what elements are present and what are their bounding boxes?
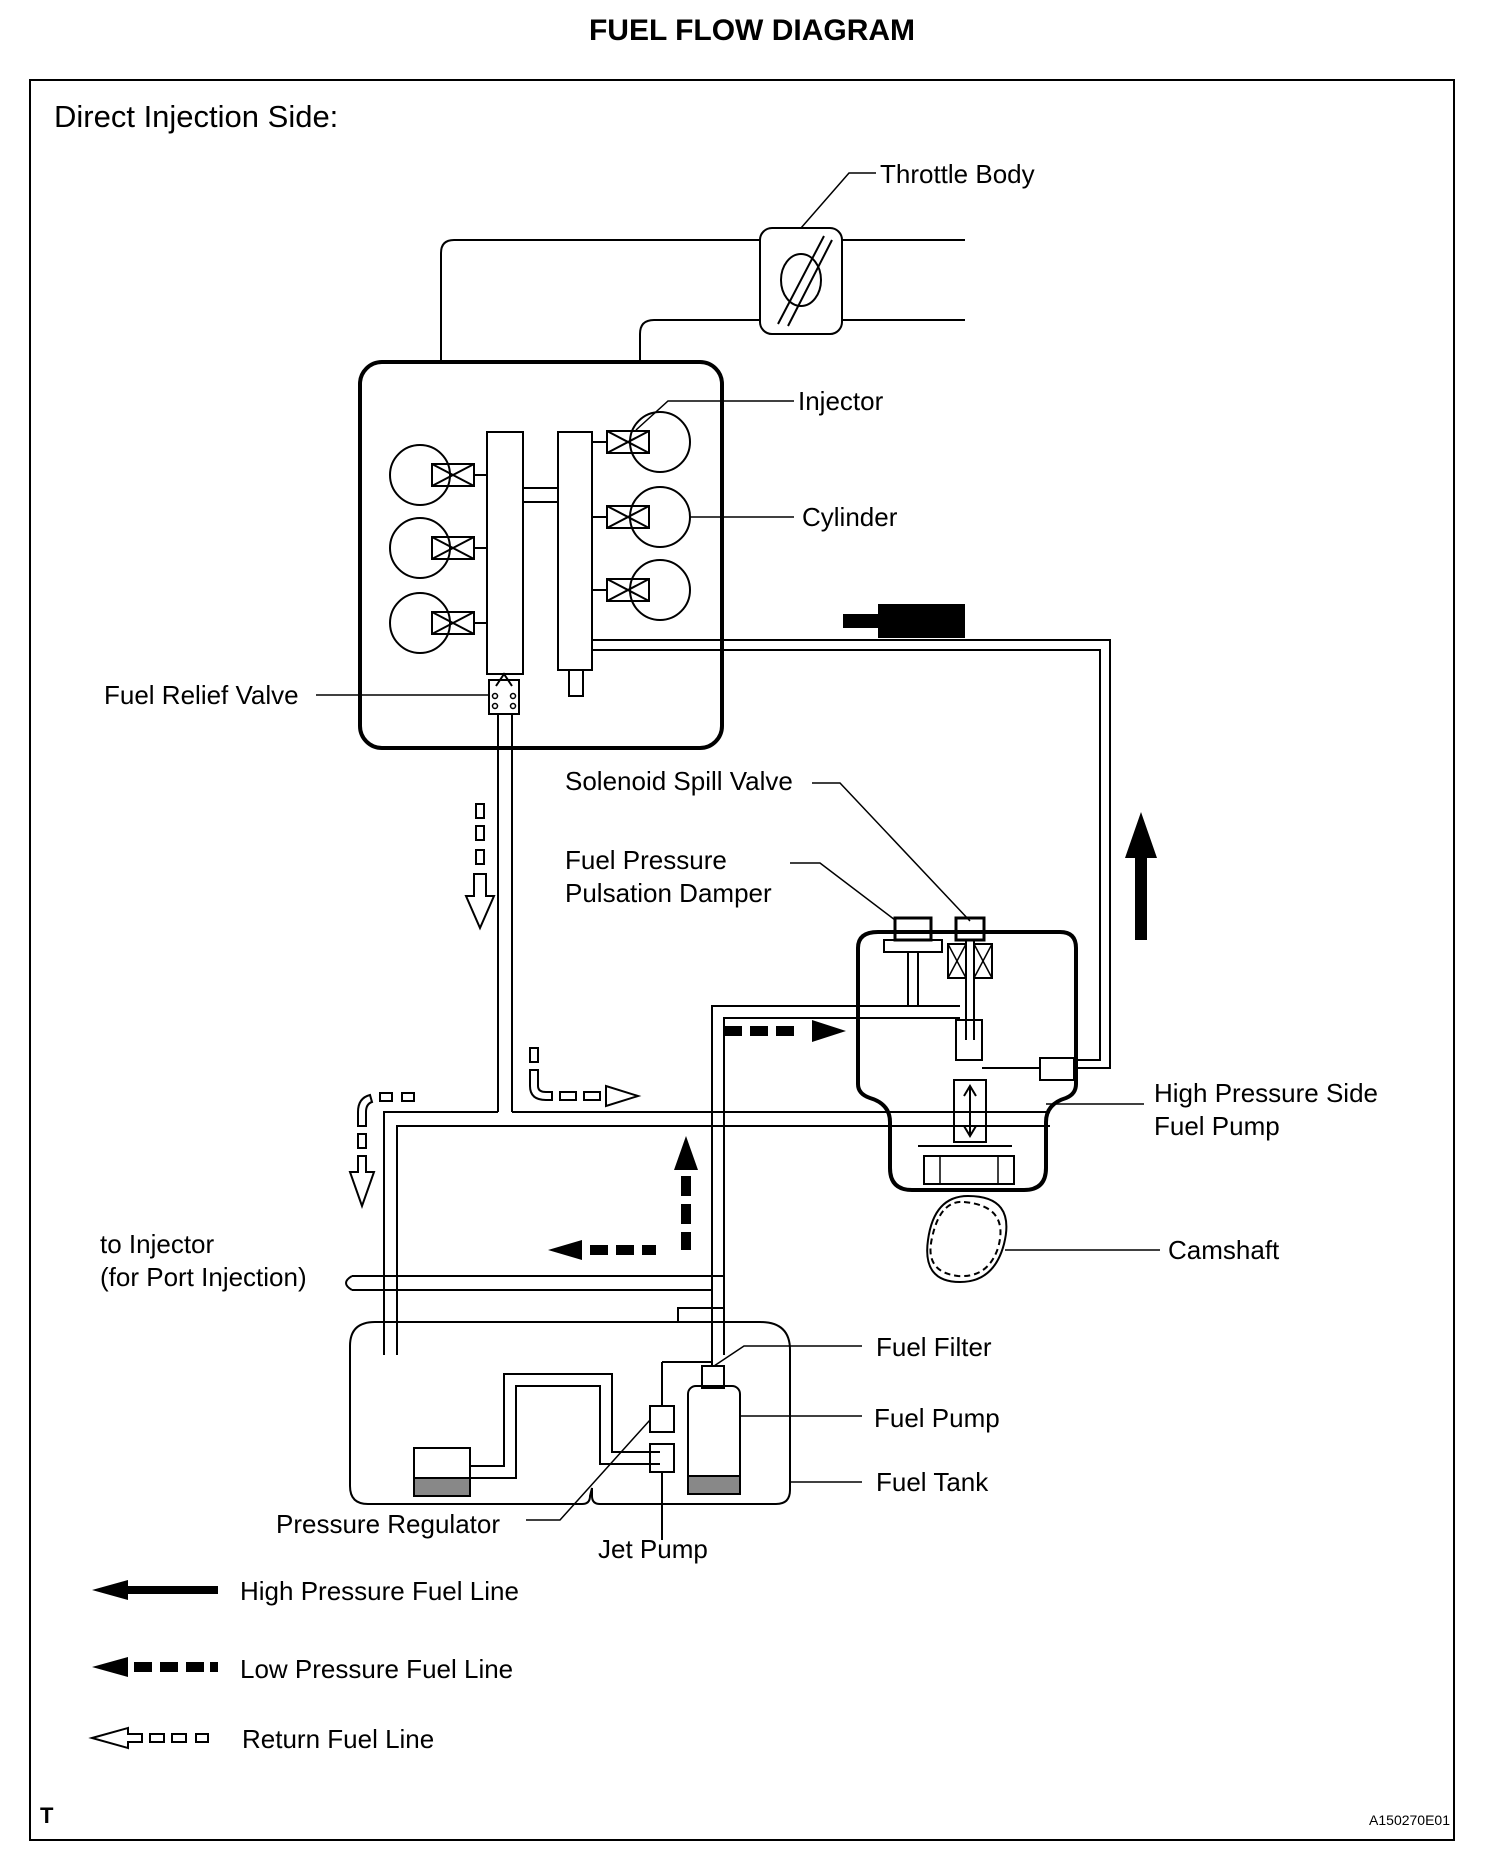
label-to-injector-1: to Injector [100, 1229, 215, 1259]
right-bank-cylinders [592, 411, 691, 621]
cylinder [629, 411, 691, 473]
pressure-regulator [649, 1405, 675, 1433]
label-fuel-pump: Fuel Pump [874, 1403, 1000, 1433]
left-bank-cylinders [389, 444, 487, 654]
label-fuel-tank: Fuel Tank [876, 1467, 989, 1497]
leader-lines [316, 172, 1160, 1521]
label-solenoid-spill-valve: Solenoid Spill Valve [565, 766, 793, 796]
diagram-frame [29, 79, 1455, 1841]
cylinder [389, 444, 451, 506]
label-injector: Injector [798, 386, 884, 416]
cylinder [389, 592, 451, 654]
throttle-body [440, 227, 965, 362]
label-throttle-body: Throttle Body [880, 159, 1035, 189]
section-label: Direct Injection Side: [54, 99, 338, 134]
label-hp-pump-2: Fuel Pump [1154, 1111, 1280, 1141]
injector [431, 536, 487, 560]
label-jet-pump: Jet Pump [598, 1534, 708, 1564]
cylinder [629, 486, 691, 548]
label-cylinder: Cylinder [802, 502, 898, 532]
low-pressure-arrows [548, 1020, 846, 1260]
high-pressure-arrow [1125, 812, 1157, 940]
legend-high-pressure-label: High Pressure Fuel Line [240, 1576, 519, 1606]
label-camshaft: Camshaft [1168, 1235, 1280, 1265]
legend-return-label: Return Fuel Line [242, 1724, 434, 1754]
label-pulsation-damper-1: Fuel Pressure [565, 845, 727, 875]
label-fuel-filter: Fuel Filter [876, 1332, 992, 1362]
injector [431, 463, 487, 487]
injector [592, 505, 650, 529]
label-to-injector-2: (for Port Injection) [100, 1262, 307, 1292]
diagram-title: FUEL FLOW DIAGRAM [588, 14, 916, 47]
high-pressure-arrows [843, 604, 1157, 940]
cylinder [389, 517, 451, 579]
fuel-lines [345, 639, 1111, 1355]
engine-block [358, 360, 724, 750]
legend-low-pressure: Low Pressure Fuel Line [92, 1654, 513, 1684]
jet-pump [649, 1443, 675, 1473]
high-pressure-side-fuel-pump [856, 916, 1078, 1192]
legend-return: Return Fuel Line [88, 1724, 434, 1754]
legend-high-pressure: High Pressure Fuel Line [92, 1576, 519, 1606]
fuel-tank [349, 1307, 791, 1540]
legend: High Pressure Fuel Line Low Pressure Fue… [88, 1576, 519, 1754]
corner-mark: T [40, 1803, 54, 1828]
label-hp-pump-1: High Pressure Side [1154, 1078, 1378, 1108]
return-arrows [348, 803, 642, 1210]
label-fuel-relief-valve: Fuel Relief Valve [104, 680, 299, 710]
label-pressure-regulator: Pressure Regulator [276, 1509, 500, 1539]
injector [592, 430, 650, 454]
label-pulsation-damper-2: Pulsation Damper [565, 878, 772, 908]
injector [431, 611, 487, 635]
fuel-relief-valve [488, 679, 520, 715]
injector [592, 578, 650, 602]
legend-low-pressure-label: Low Pressure Fuel Line [240, 1654, 513, 1684]
cylinder [629, 559, 691, 621]
high-pressure-arrow [843, 604, 965, 638]
camshaft [926, 1194, 1008, 1284]
fuel-pump-body [687, 1385, 741, 1491]
fuel-filter [701, 1365, 725, 1389]
figure-code: A150270E01 [1369, 1812, 1450, 1828]
